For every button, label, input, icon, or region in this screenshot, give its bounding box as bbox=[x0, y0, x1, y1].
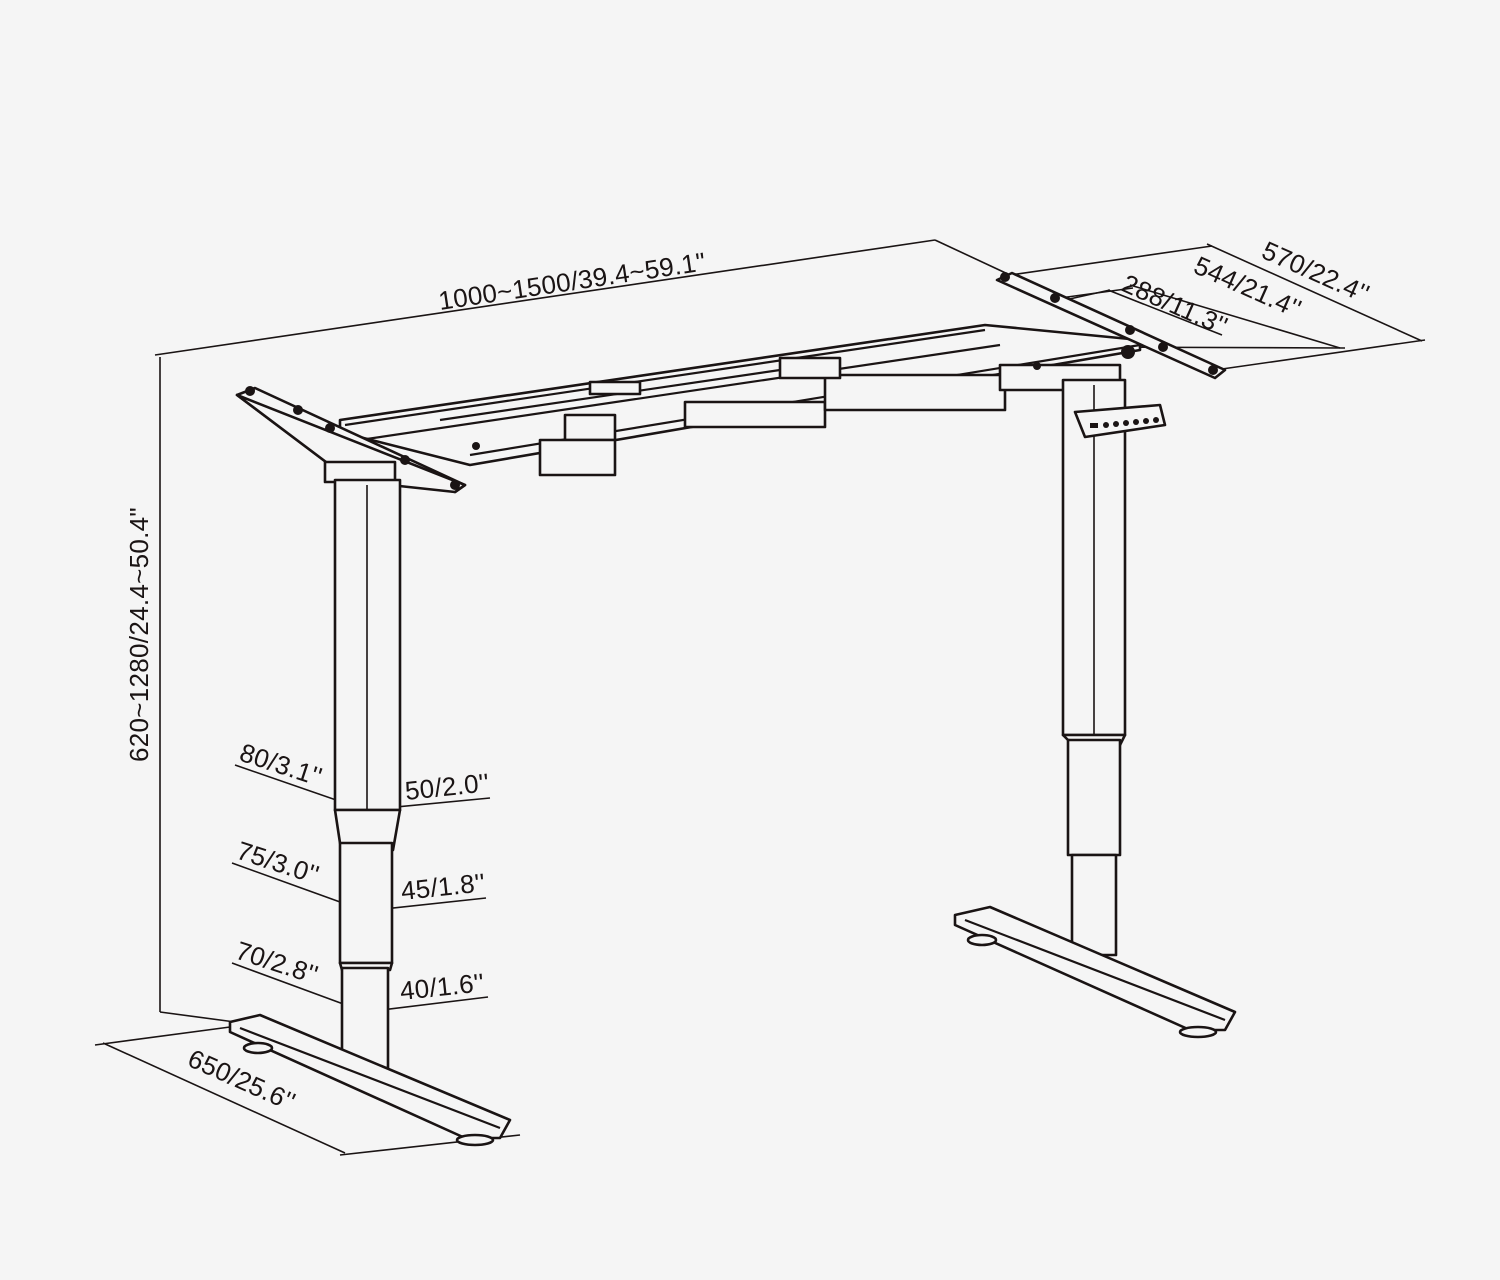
right-leg-column bbox=[1061, 378, 1127, 960]
left-leg-column bbox=[333, 478, 402, 1070]
label-leg-inner-2: 45/1.8'' bbox=[399, 867, 486, 906]
control-box bbox=[538, 438, 617, 477]
right-foot bbox=[953, 905, 1237, 1039]
top-frame-crossbar bbox=[338, 323, 1142, 477]
handset-control-panel bbox=[1073, 403, 1167, 439]
label-width: 1000~1500/39.4~59.1" bbox=[436, 246, 707, 316]
left-foot bbox=[228, 1013, 512, 1147]
left-top-bracket bbox=[235, 386, 467, 494]
label-leg-outer-1: 80/3.1'' bbox=[236, 737, 326, 792]
label-leg-outer-2: 75/3.0'' bbox=[233, 835, 323, 890]
label-leg-inner-1: 50/2.0'' bbox=[403, 767, 490, 806]
right-top-bracket bbox=[995, 271, 1227, 380]
label-leg-outer-3: 70/2.8'' bbox=[232, 935, 322, 990]
dimension-lines bbox=[94, 239, 1426, 1156]
label-height: 620~1280/24.4~50.4" bbox=[124, 507, 154, 762]
label-leg-inner-3: 40/1.6'' bbox=[398, 967, 485, 1006]
